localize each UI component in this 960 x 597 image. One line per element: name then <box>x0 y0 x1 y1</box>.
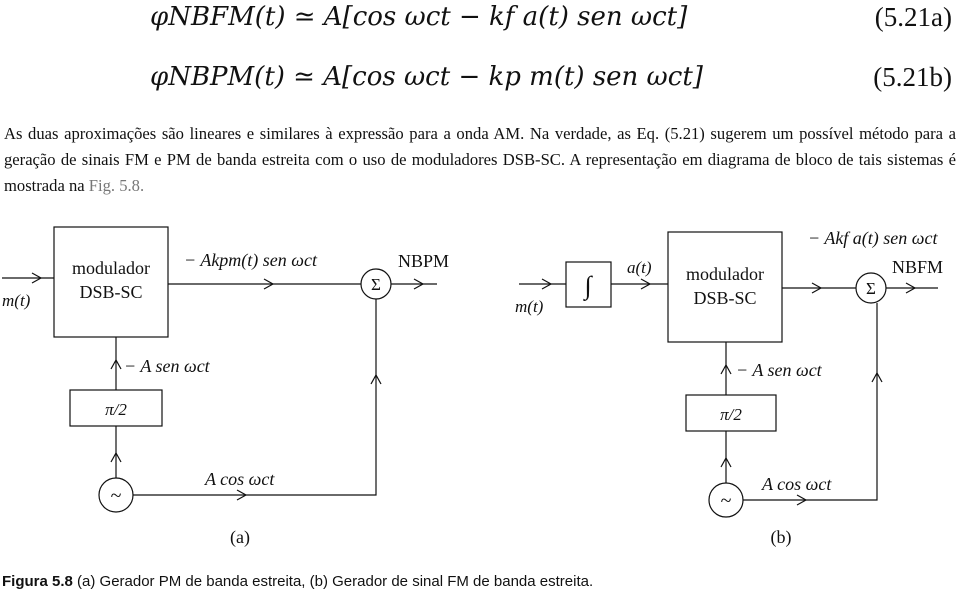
equation-number: (5.21b) <box>873 62 952 92</box>
dsb-sc-modulator-block-a <box>53 226 169 338</box>
input-label-b: m(t) <box>515 297 544 316</box>
arrowhead-icon <box>720 363 732 375</box>
arrowhead-icon <box>236 489 248 501</box>
phase-shift-label-a: π/2 <box>105 400 127 419</box>
carrier-line-a <box>133 299 377 496</box>
panel-label-a: (a) <box>230 527 250 548</box>
integrator-symbol: ∫ <box>582 271 593 301</box>
body-paragraph: As duas aproximações são lineares e simi… <box>4 121 956 199</box>
modulator-label-line2-a: DSB-SC <box>79 282 142 302</box>
panel-label-b: (b) <box>771 527 792 548</box>
phase-shift-block-b <box>685 394 777 432</box>
arrowhead-icon <box>541 278 553 290</box>
block-diagram-figure: m(t) modulador DSB-SC − Akpm(t) sen ωct … <box>2 226 943 548</box>
arrowhead-icon <box>796 494 808 506</box>
arrowhead-icon <box>720 456 732 468</box>
arrowhead-icon <box>811 282 823 294</box>
oscillator-symbol-b: ~ <box>721 490 732 512</box>
equation-5-21a: φNBFM(t) ≃ A[cos ωct − kf a(t) sen ωct] … <box>0 2 960 42</box>
arrowhead-icon <box>905 282 917 294</box>
equation-5-21b: φNBPM(t) ≃ A[cos ωct − kp m(t) sen ωct] … <box>0 62 960 102</box>
modulator-label-line1-b: modulador <box>686 264 764 284</box>
arrowhead-icon <box>871 371 883 383</box>
arrowhead-icon <box>31 272 43 284</box>
output-name-label-b: NBFM <box>892 257 943 277</box>
arrowhead-icon <box>110 358 122 370</box>
oscillator-symbol-a: ~ <box>111 485 122 507</box>
integrated-signal-label: a(t) <box>627 258 652 277</box>
figure-label: Figura 5.8 <box>2 573 73 590</box>
paragraph-text: As duas aproximações são lineares e simi… <box>4 124 956 195</box>
modulator-label-line2-b: DSB-SC <box>693 288 756 308</box>
carrier-line-b <box>743 303 878 501</box>
carrier-shifted-label-b: − A sen ωct <box>736 360 823 380</box>
figure-reference-link[interactable]: Fig. 5.8. <box>88 176 145 195</box>
arrowhead-icon <box>640 278 652 290</box>
carrier-shifted-label-a: − A sen ωct <box>124 356 211 376</box>
sum-symbol-a: Σ <box>371 275 381 294</box>
dsb-sc-modulator-block-b <box>667 231 783 343</box>
caption-text: (a) Gerador PM de banda estreita, (b) Ge… <box>72 573 594 590</box>
arrowhead-icon <box>110 451 122 463</box>
figure-caption: Figura 5.8 (a) Gerador PM de banda estre… <box>2 573 593 590</box>
modulator-label-line1-a: modulador <box>72 258 150 278</box>
equation-number: (5.21a) <box>874 2 952 32</box>
sum-symbol-b: Σ <box>866 279 876 298</box>
arrowhead-icon <box>370 373 382 385</box>
arrowhead-icon <box>413 278 425 290</box>
input-label-a: m(t) <box>2 291 31 310</box>
phase-shift-label-b: π/2 <box>720 405 742 424</box>
equation-formula: φNBPM(t) ≃ A[cos ωct − kp m(t) sen ωct] <box>150 62 703 92</box>
output-signal-label-b: − Akf a(t) sen ωct <box>808 228 938 249</box>
carrier-label-a: A cos ωct <box>204 469 275 489</box>
arrowhead-icon <box>263 278 275 290</box>
output-name-label-a: NBPM <box>398 251 449 271</box>
carrier-label-b: A cos ωct <box>761 474 832 494</box>
output-signal-label-a: − Akpm(t) sen ωct <box>184 250 318 271</box>
equation-formula: φNBFM(t) ≃ A[cos ωct − kf a(t) sen ωct] <box>150 2 688 32</box>
